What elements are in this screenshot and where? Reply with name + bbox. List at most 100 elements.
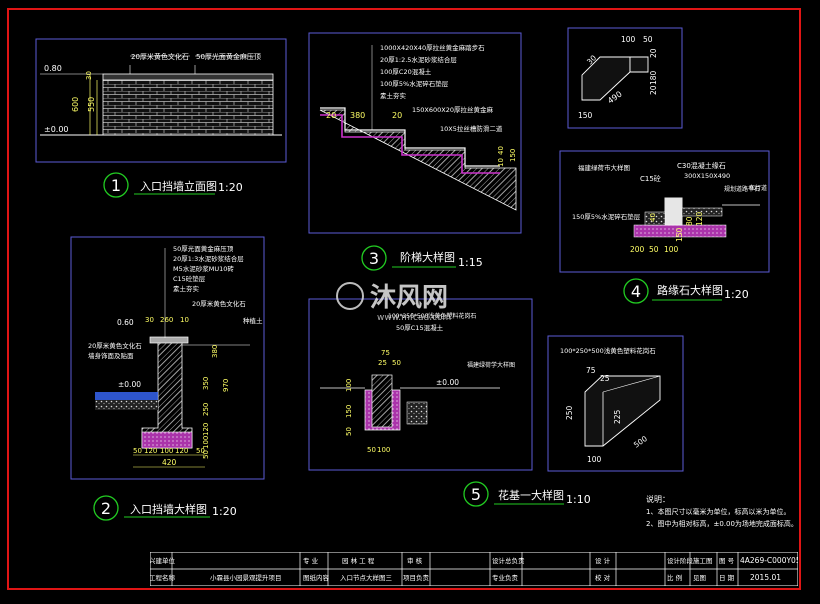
wall-note-4: C15砼垫层 <box>173 274 206 283</box>
title-5: 5 花基一大样图 1:10 <box>463 481 591 507</box>
stair-dim-380: 380 <box>350 111 365 120</box>
title-5-label: 花基一大样图 <box>498 488 564 502</box>
elev-dim-30: 30 <box>85 71 93 80</box>
title-4-label: 路缘石大样图 <box>657 283 723 297</box>
curb-note-tl: 福建绿荷市大样图 <box>578 163 630 172</box>
tb-stage-value: 施工图 <box>693 556 713 565</box>
planter-stone-dim-25: 25 <box>600 374 610 383</box>
notes-item-1: 1、本图尺寸以毫米为单位，标高以米为单位。 <box>646 507 790 516</box>
title-3-number: 3 <box>369 249 379 268</box>
curb-dim-150: 150 <box>675 227 684 242</box>
tb-design-label: 设 计 <box>595 556 611 565</box>
wall-dim-250: 250 <box>202 403 210 416</box>
planter-stone-note: 100*250*500浅黄色塑料花岗石 <box>560 346 656 355</box>
planter-dim-50b: 50 <box>345 427 353 436</box>
watermark-text: 沐风网 <box>370 283 448 313</box>
wall-dim-350: 350 <box>202 377 210 390</box>
panel-stair <box>308 32 522 234</box>
title-2: 2 入口挡墙大样图 1:20 <box>93 495 237 521</box>
wall-dim-w4: 120 <box>175 447 188 455</box>
title-2-label: 入口挡墙大样图 <box>130 502 207 516</box>
wall-note-stone: 20厚米黄色文化石 <box>192 299 246 308</box>
elev-note-coping: 50厚光面黄金麻压顶 <box>196 52 261 61</box>
planter-dim-150: 150 <box>345 405 353 418</box>
planter-stone-dim-100: 100 <box>587 455 602 464</box>
stair-dim-40: 40 <box>497 146 505 155</box>
wall-dim-260: 260 <box>160 316 173 324</box>
wall-dim-380: 380 <box>211 345 219 358</box>
wall-note-3: M5水泥砂浆MU10砖 <box>173 264 234 273</box>
planter-dim-25: 25 <box>378 359 387 367</box>
stair-note-1: 1000X420X40厚拉丝黄金麻踏步石 <box>380 43 485 52</box>
curb-dim-40: 40 <box>649 213 657 222</box>
stair-dim-10: 10 <box>497 158 505 167</box>
coping-elevation <box>102 73 274 81</box>
tb-owner-label: 兴建单位 <box>150 556 176 565</box>
wall-note-left1: 20厚米黄色文化石 <box>88 341 142 350</box>
curb-note-c15: C15砼 <box>640 174 661 183</box>
wall-dim-30: 30 <box>145 316 154 324</box>
wall-note-1: 50厚光面黄金麻压顶 <box>173 244 234 253</box>
title-3-label: 阶梯大样图 <box>400 250 455 264</box>
tb-lead-label: 专业负责 <box>492 573 519 582</box>
stair-dim-20b: 20 <box>392 111 402 120</box>
planter-note-1: 100*250*500浅黄色塑料花岗石 <box>388 312 476 320</box>
tb-check-label: 校 对 <box>595 573 611 582</box>
curb-dim-120: 120 <box>695 211 704 226</box>
title-5-number: 5 <box>471 485 481 504</box>
wall-level-base: ±0.00 <box>118 380 141 389</box>
title-1-number: 1 <box>111 176 121 195</box>
planter-stone-dim-75: 75 <box>586 366 596 375</box>
curb-note-size: 300X150X490 <box>684 172 730 180</box>
notes-title: 说明： <box>646 494 670 504</box>
curb-dim-100: 100 <box>664 245 679 254</box>
wall-dim-w3: 100 <box>160 447 173 455</box>
tb-content-label: 图纸内容 <box>303 573 330 582</box>
tb-review-label: 审 核 <box>407 556 423 565</box>
tb-discipline-value: 园 林 工 程 <box>342 556 375 565</box>
watermark-url: www.mfcad.com <box>377 313 451 323</box>
wall-dim-w5: 50 <box>196 447 205 455</box>
curb-note-road: 车行道 <box>749 184 767 192</box>
planter-stone-iso <box>584 375 661 447</box>
curb-iso-dim-20b: 20 <box>649 85 658 95</box>
wall-dim-100: 100 <box>202 436 210 449</box>
planter-stone-dim-225: 225 <box>613 409 622 424</box>
tb-chief-label: 设计总负责 <box>492 556 525 565</box>
notes-item-2: 2、图中为相对标高，±0.00为场地完成面标高。 <box>646 519 798 528</box>
stair-note-nosing: 10X5拉丝槽防滑二道 <box>440 124 503 133</box>
wall-dim-10: 10 <box>180 316 189 324</box>
tb-project-value: 小霖县小园景观提升项目 <box>210 573 282 582</box>
elev-note-stone: 20厚米黄色文化石 <box>131 52 189 61</box>
tb-scale-label: 比 例 <box>667 573 682 582</box>
stair-note-3: 100厚C20混凝土 <box>380 67 432 76</box>
watermark-logo-icon <box>336 282 364 310</box>
curb-note-base: 150厚5%水泥碎石垫层 <box>572 212 641 221</box>
title-3-scale: 1:15 <box>458 256 483 269</box>
wall-dim-50: 50 <box>202 450 210 459</box>
curb-dim-200: 200 <box>630 245 645 254</box>
drawing-frame <box>7 8 801 590</box>
tb-scale-value: 见图 <box>693 574 706 582</box>
tb-pm-label: 项目负责 <box>403 573 430 582</box>
wall-note-soil: 种植土 <box>243 316 263 325</box>
stair-dim-150: 150 <box>509 149 517 162</box>
wall-note-2: 20厚1:3水泥砂浆结合层 <box>173 254 244 263</box>
stair-note-riser: 150X600X20厚拉丝黄金麻 <box>412 105 493 114</box>
elev-level-top: 0.80 <box>44 64 62 73</box>
tb-project-label: 工程名称 <box>150 573 176 582</box>
wall-level-top: 0.60 <box>117 318 134 327</box>
title-4-number: 4 <box>631 282 641 301</box>
stair-note-4: 100厚5%水泥碎石垫层 <box>380 79 449 88</box>
wall-dim-w2: 120 <box>144 447 157 455</box>
watermark: 沐风网 www.mfcad.com <box>336 282 451 323</box>
tb-content-value: 入口节点大样图三 <box>340 573 393 582</box>
planter-dim-75: 75 <box>381 349 390 357</box>
tb-drawing-no-value: 4A269-C000Y05 <box>740 556 798 565</box>
title-block: 兴建单位 专 业 园 林 工 程 审 核 设计总负责 设 计 设计阶段 施工图 … <box>150 552 798 586</box>
title-4-scale: 1:20 <box>724 288 749 301</box>
panel-planter-stone <box>547 335 684 472</box>
tb-discipline-label: 专 业 <box>303 556 319 565</box>
stair-note-5: 素土夯实 <box>380 91 407 100</box>
planter-dim-50: 50 <box>392 359 401 367</box>
